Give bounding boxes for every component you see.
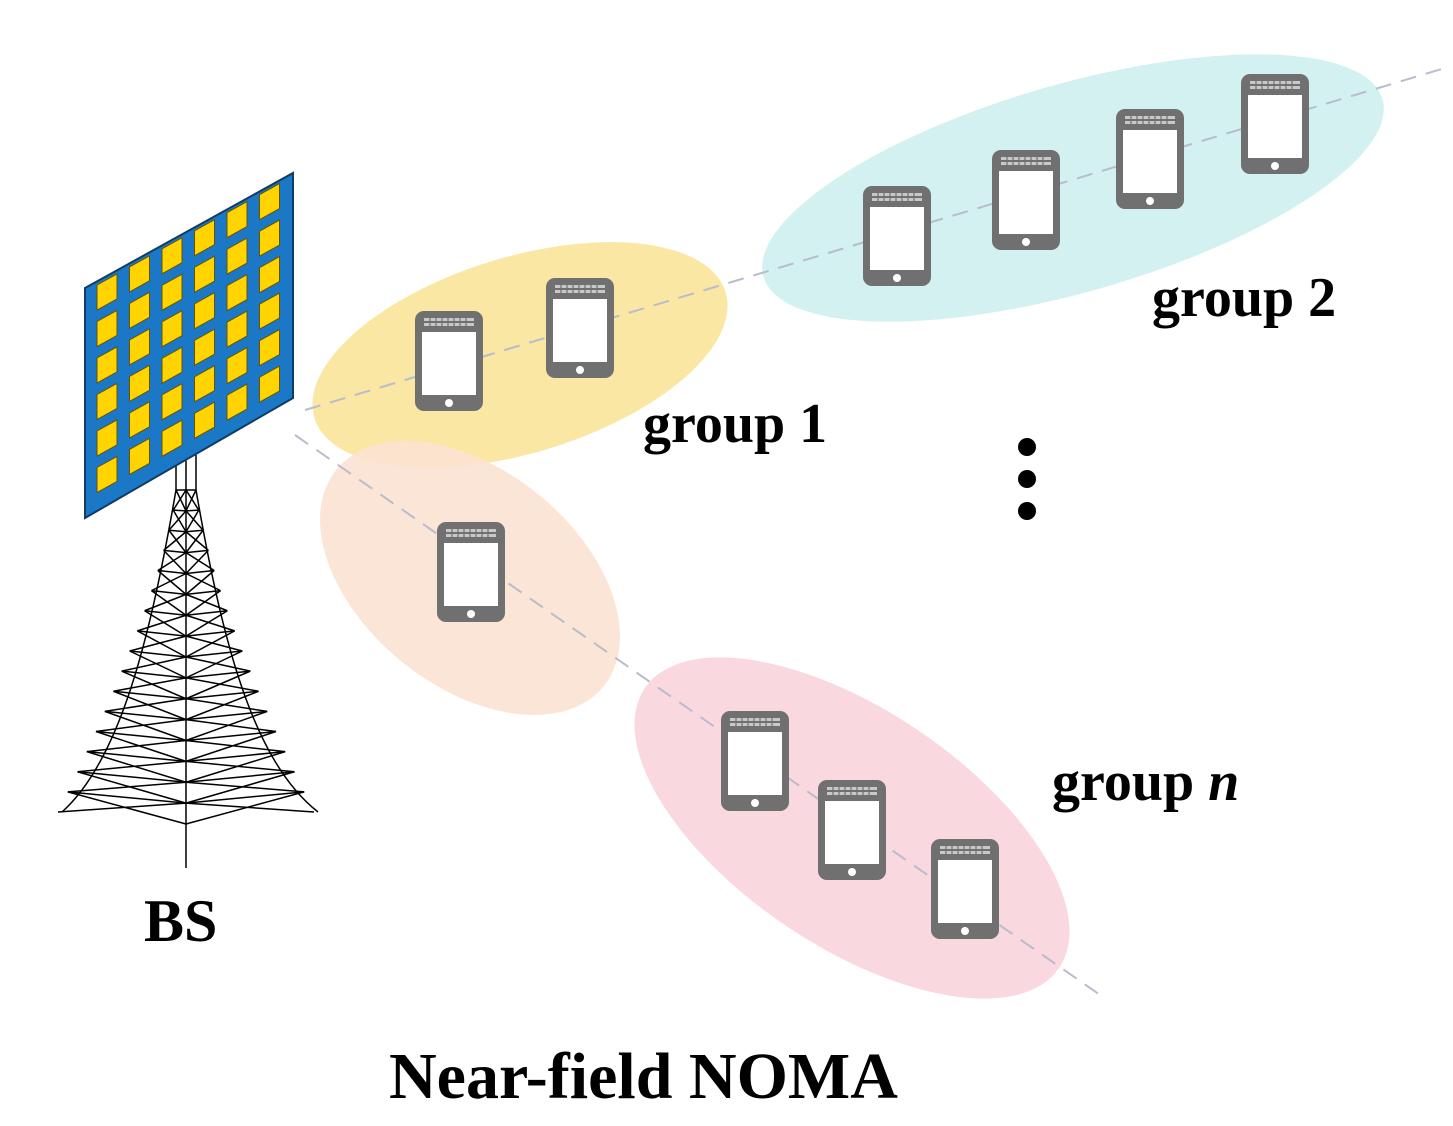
smartphone-icon — [436, 521, 506, 623]
antenna-element — [96, 309, 118, 348]
antenna-element — [161, 236, 183, 275]
smartphone-icon — [817, 779, 887, 881]
antenna-element — [161, 273, 183, 312]
antenna-element — [226, 200, 248, 239]
antenna-element — [161, 419, 183, 458]
antenna-element — [129, 254, 150, 293]
antenna-tower-icon — [57, 455, 319, 868]
antenna-element — [161, 346, 183, 385]
antenna-element — [259, 255, 280, 294]
antenna-element — [161, 309, 183, 348]
antenna-element — [96, 455, 118, 494]
antenna-element — [259, 328, 280, 367]
antenna-element — [194, 255, 215, 294]
group-1-region — [312, 242, 728, 468]
antenna-panel — [84, 171, 294, 520]
smartphone-icon — [930, 838, 1000, 940]
vertical-ellipsis-icon — [1018, 438, 1036, 520]
antenna-element — [259, 182, 280, 221]
antenna-element — [194, 401, 215, 440]
antenna-element — [96, 419, 118, 457]
smartphone-icon — [862, 185, 932, 287]
antenna-element — [161, 382, 183, 421]
antenna-element — [226, 346, 248, 385]
antenna-element — [226, 383, 248, 422]
smartphone-icon — [1115, 108, 1185, 210]
smartphone-icon — [545, 277, 615, 379]
antenna-element — [96, 346, 118, 384]
antenna-element — [226, 237, 248, 276]
smartphone-icon — [1240, 73, 1310, 175]
antenna-element — [259, 292, 280, 331]
antenna-element — [194, 218, 215, 257]
antenna-element — [129, 400, 150, 439]
antenna-element — [129, 364, 150, 403]
antenna-element — [129, 437, 150, 476]
group-2-label: group 2 — [1152, 267, 1336, 329]
antenna-element — [259, 219, 280, 258]
smartphone-icon — [720, 710, 790, 812]
antenna-element — [129, 291, 150, 330]
bs-label: BS — [144, 888, 217, 954]
group-1-label: group 1 — [643, 393, 827, 455]
antenna-element — [194, 364, 215, 403]
antenna-element — [96, 382, 118, 421]
antenna-element — [129, 327, 150, 366]
antenna-element — [194, 328, 215, 367]
figure-title: Near-field NOMA — [389, 1040, 898, 1113]
group-n-label: group n — [1052, 751, 1239, 813]
antenna-element — [96, 273, 118, 311]
antenna-element — [259, 365, 280, 404]
antenna-element — [194, 291, 215, 330]
smartphone-icon — [414, 310, 484, 412]
smartphone-icon — [991, 149, 1061, 251]
antenna-element — [226, 273, 248, 312]
antenna-element — [226, 310, 248, 349]
